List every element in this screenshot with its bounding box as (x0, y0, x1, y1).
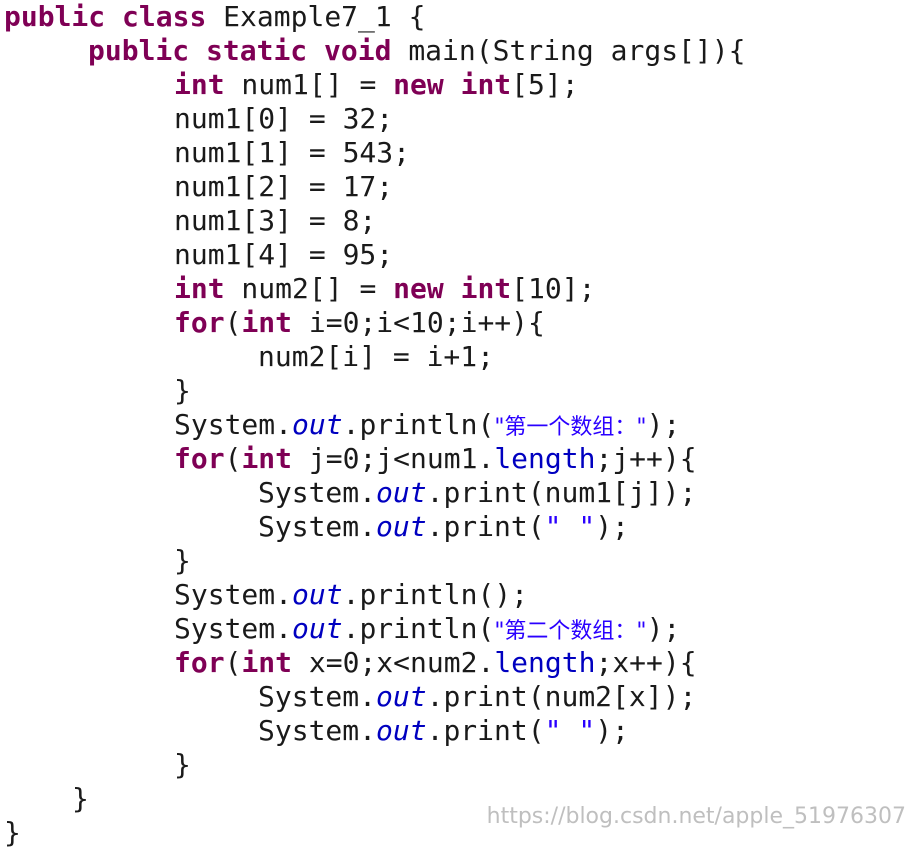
class-name: Example7_1 { (206, 0, 426, 33)
code-line-13: System.out.println("第一个数组："); (4, 408, 745, 442)
code-line-16: System.out.print(" "); (4, 510, 745, 544)
code-block: public class Example7_1 { public static … (4, 0, 745, 850)
keyword-int: int (241, 646, 293, 679)
code-text: x=0;x<num2. (292, 646, 495, 679)
code-text: System. (174, 408, 293, 441)
code-text: ); (595, 510, 629, 543)
string-literal: "第二个数组：" (494, 619, 647, 644)
code-line-9: int num2[] = new int[10]; (4, 272, 745, 306)
code-text: num1[] = (224, 68, 394, 101)
code-line-14: for(int j=0;j<num1.length;j++){ (4, 442, 745, 476)
field-out: out (376, 680, 427, 713)
code-text: .print( (426, 680, 545, 713)
code-text: [5]; (511, 68, 579, 101)
code-line-24: } (72, 782, 89, 815)
code-text: ( (224, 442, 242, 475)
code-line-8: num1[4] = 95; (174, 238, 394, 271)
keyword-new: new (393, 68, 444, 101)
code-line-11: num2[i] = i+1; (258, 340, 495, 373)
keyword-for: for (174, 646, 225, 679)
field-out: out (376, 510, 427, 543)
code-text: .print( (426, 510, 545, 543)
code-text: ( (224, 306, 242, 339)
field-length: length (494, 646, 596, 679)
field-out: out (292, 578, 343, 611)
code-text: .print( (426, 476, 545, 509)
code-line-2: public static void main(String args[]){ (4, 34, 745, 68)
code-line-15: System.out.print(num1[j]); (4, 476, 745, 510)
code-line-20: for(int x=0;x<num2.length;x++){ (4, 646, 745, 680)
keyword-public: public (4, 0, 106, 33)
code-text: .print( (426, 714, 545, 747)
code-line-23: } (174, 748, 191, 781)
code-line-17: } (174, 544, 191, 577)
code-line-5: num1[1] = 543; (174, 136, 411, 169)
keyword-public: public (88, 34, 190, 67)
keyword-int: int (460, 68, 512, 101)
keyword-class: class (122, 0, 207, 33)
code-line-12: } (174, 374, 191, 407)
code-text: ); (595, 714, 629, 747)
keyword-static: static (206, 34, 308, 67)
code-line-22: System.out.print(" "); (4, 714, 745, 748)
keyword-int: int (241, 306, 293, 339)
code-line-3: int num1[] = new int[5]; (4, 68, 745, 102)
code-text: ); (646, 612, 681, 645)
code-line-4: num1[0] = 32; (174, 102, 394, 135)
field-length: length (494, 442, 596, 475)
code-line-1: public class Example7_1 { (4, 0, 745, 34)
code-text: ;x++){ (595, 646, 697, 679)
code-text: System. (258, 680, 377, 713)
method-signature: main(String args[]){ (391, 34, 746, 67)
field-out: out (292, 612, 343, 645)
keyword-int: int (174, 272, 225, 305)
code-text: .println( (342, 408, 495, 441)
code-text: System. (174, 578, 293, 611)
field-out: out (292, 408, 343, 441)
code-text: .println( (342, 612, 495, 645)
code-text: System. (174, 612, 293, 645)
string-literal: "第一个数组：" (494, 415, 647, 440)
keyword-new: new (393, 272, 444, 305)
keyword-int: int (460, 272, 512, 305)
code-text: System. (258, 714, 377, 747)
code-line-7: num1[3] = 8; (174, 204, 377, 237)
code-text: ); (646, 408, 681, 441)
code-text: num2[] = (224, 272, 394, 305)
field-out: out (376, 714, 427, 747)
code-line-6: num1[2] = 17; (174, 170, 394, 203)
keyword-void: void (324, 34, 392, 67)
code-text: ;j++){ (595, 442, 697, 475)
keyword-for: for (174, 306, 225, 339)
code-text: [10]; (511, 272, 596, 305)
code-line-21: System.out.print(num2[x]); (4, 680, 745, 714)
code-line-18: System.out.println(); (4, 578, 745, 612)
code-text: ( (224, 646, 242, 679)
keyword-int: int (241, 442, 293, 475)
code-text: .println(); (342, 578, 529, 611)
code-text: i=0;i<10;i++){ (292, 306, 545, 339)
code-text: System. (258, 510, 377, 543)
watermark-text: https://blog.csdn.net/apple_51976307 (486, 804, 906, 829)
code-text: System. (258, 476, 377, 509)
code-text: num2[x]); (544, 680, 697, 713)
keyword-for: for (174, 442, 225, 475)
string-literal: " " (544, 714, 596, 747)
keyword-int: int (174, 68, 225, 101)
code-line-19: System.out.println("第二个数组："); (4, 612, 745, 646)
code-text: j=0;j<num1. (292, 442, 495, 475)
string-literal: " " (544, 510, 596, 543)
code-text: num1[j]); (544, 476, 697, 509)
code-line-10: for(int i=0;i<10;i++){ (4, 306, 745, 340)
field-out: out (376, 476, 427, 509)
